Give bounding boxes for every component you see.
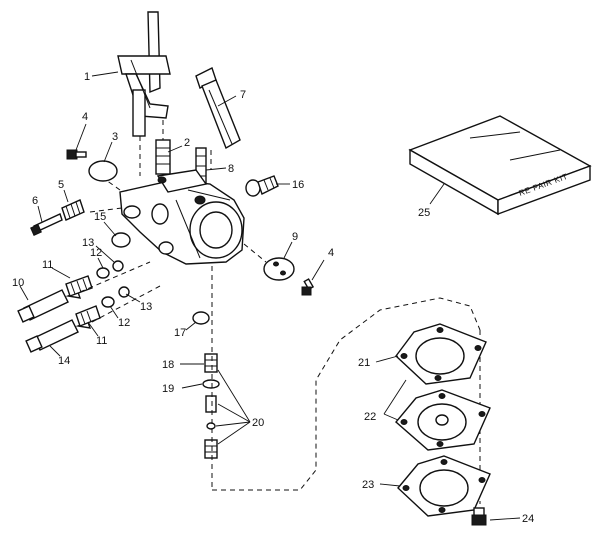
cover-screw xyxy=(471,507,487,526)
callout-12-upper: 12 xyxy=(90,247,102,259)
callout-13-upper: 13 xyxy=(82,237,94,249)
callout-4-upper: 4 xyxy=(82,111,88,123)
callout-17: 17 xyxy=(174,327,186,339)
carburetor-body xyxy=(119,169,245,265)
callout-12-lower: 12 xyxy=(118,317,130,329)
washer xyxy=(101,296,115,308)
callout-25: 25 xyxy=(418,207,430,219)
o-ring xyxy=(118,286,130,298)
gasket-lower xyxy=(397,455,491,517)
idle-speed-screw xyxy=(30,213,63,236)
callout-14: 14 xyxy=(58,355,70,367)
washer xyxy=(96,267,110,279)
choke-shaft xyxy=(195,67,241,150)
gasket-washer xyxy=(202,379,220,389)
choke-plate-screw xyxy=(301,278,315,296)
callout-5: 5 xyxy=(58,179,64,191)
callout-19: 19 xyxy=(162,383,174,395)
callout-7: 7 xyxy=(240,89,246,101)
throttle-spring xyxy=(155,139,171,175)
main-needle-spring xyxy=(75,305,101,327)
callout-23: 23 xyxy=(362,479,374,491)
callout-13-lower: 13 xyxy=(140,301,152,313)
throttle-plate-screw xyxy=(66,149,87,160)
callout-6: 6 xyxy=(32,195,38,207)
repair-kit-box: RE PAIR KIT xyxy=(408,115,592,216)
callout-1: 1 xyxy=(84,71,90,83)
fuel-fitting xyxy=(245,175,279,197)
callout-11-upper: 11 xyxy=(42,259,53,271)
diaphragm xyxy=(395,389,491,451)
callout-21: 21 xyxy=(358,357,370,369)
callout-11-lower: 11 xyxy=(96,335,107,347)
callout-20: 20 xyxy=(252,417,264,429)
callout-16: 16 xyxy=(292,179,304,191)
idle-needle-spring xyxy=(65,275,93,297)
callout-22: 22 xyxy=(364,411,376,423)
throttle-plate xyxy=(88,160,118,182)
gasket-upper xyxy=(395,323,487,385)
choke-plate xyxy=(263,257,295,281)
idle-speed-spring xyxy=(61,199,85,221)
float-needle xyxy=(204,395,218,459)
callout-2: 2 xyxy=(184,137,190,149)
callout-9: 9 xyxy=(292,231,298,243)
callout-3: 3 xyxy=(112,131,118,143)
plug xyxy=(192,311,210,325)
callout-10: 10 xyxy=(12,277,24,289)
callout-15: 15 xyxy=(94,211,106,223)
callout-numbers: 1 2 3 4 4 5 6 7 8 9 10 11 11 12 12 13 13… xyxy=(12,71,534,525)
callout-24: 24 xyxy=(522,513,534,525)
inlet-seat xyxy=(204,353,218,373)
main-mixture-needle xyxy=(25,319,92,353)
throttle-shaft xyxy=(117,11,171,137)
o-ring xyxy=(112,260,124,272)
callout-4-right: 4 xyxy=(328,247,334,259)
callout-18: 18 xyxy=(162,359,174,371)
welch-plug xyxy=(111,232,131,248)
callout-8: 8 xyxy=(228,163,234,175)
leader-lines xyxy=(19,71,521,521)
